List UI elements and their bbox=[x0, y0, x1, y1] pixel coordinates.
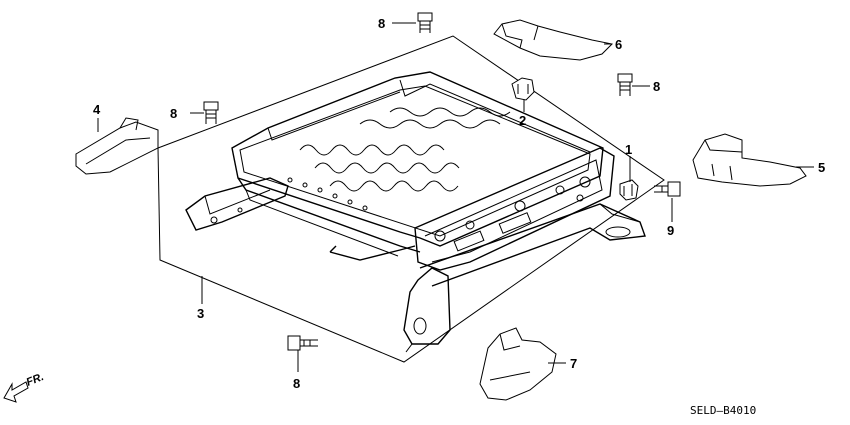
front-direction-arrow: FR. bbox=[3, 371, 46, 403]
callout-6: 6 bbox=[615, 37, 622, 52]
callout-1: 1 bbox=[625, 142, 632, 157]
bolt-8-left bbox=[203, 101, 219, 124]
callout-3: 3 bbox=[197, 306, 204, 321]
part-4-cover bbox=[75, 117, 159, 175]
bolt-9 bbox=[654, 181, 681, 197]
leader-lines bbox=[97, 22, 814, 372]
callout-8-top: 8 bbox=[378, 16, 385, 31]
arrow-left-icon bbox=[3, 381, 29, 403]
callout-7: 7 bbox=[570, 356, 577, 371]
callout-4: 4 bbox=[93, 102, 101, 117]
bolt-8-right bbox=[617, 73, 633, 96]
callout-9: 9 bbox=[667, 223, 674, 238]
callout-8-bottom: 8 bbox=[293, 376, 300, 391]
part-1-clip bbox=[619, 179, 639, 201]
part-2-clip bbox=[511, 77, 535, 101]
bolt-8-bottom bbox=[287, 335, 318, 351]
diagram-code: SELD—B4010 bbox=[690, 404, 756, 417]
callout-8-right: 8 bbox=[653, 79, 660, 94]
callout-2: 2 bbox=[519, 113, 526, 128]
part-5-cover bbox=[692, 133, 807, 187]
direction-label: FR. bbox=[25, 371, 46, 389]
callout-5: 5 bbox=[818, 160, 825, 175]
part-6-cover bbox=[493, 19, 614, 61]
part-7-cover bbox=[479, 327, 557, 401]
assembly-outline bbox=[157, 35, 665, 363]
callout-8-left: 8 bbox=[170, 106, 177, 121]
seat-frame-assembly bbox=[185, 71, 646, 353]
bolt-8-top bbox=[417, 12, 433, 33]
